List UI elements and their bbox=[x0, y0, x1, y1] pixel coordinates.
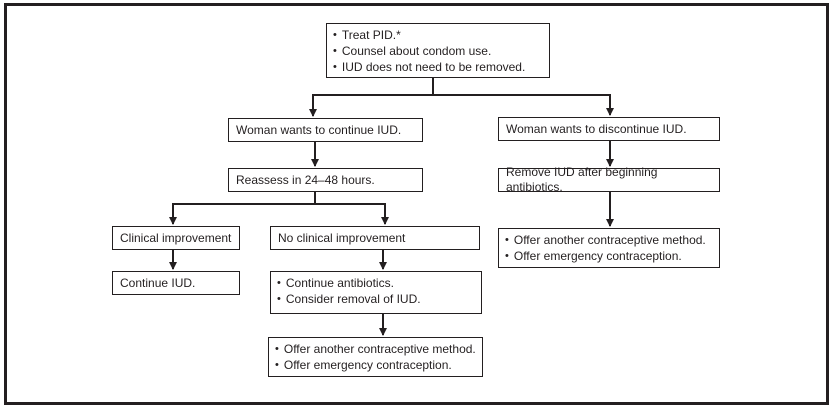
bullet-item: Treat PID.* bbox=[333, 28, 543, 44]
node-label: Clinical improvement bbox=[120, 230, 232, 245]
node-label: No clinical improvement bbox=[278, 230, 406, 245]
flow-node-remove-iud: Remove IUD after beginning antibiotics. bbox=[498, 165, 720, 194]
node-label: Reassess in 24–48 hours. bbox=[236, 172, 375, 187]
node-label: Woman wants to discontinue IUD. bbox=[506, 121, 687, 136]
bullet-item: Offer another contraceptive method. bbox=[505, 233, 713, 249]
bullet-item: Offer emergency contraception. bbox=[505, 249, 713, 265]
flow-node-continue-iud: Continue IUD. bbox=[112, 271, 240, 295]
flow-node-treat-pid: Treat PID.* Counsel about condom use. IU… bbox=[326, 23, 550, 78]
flow-node-discontinue-branch: Woman wants to discontinue IUD. bbox=[498, 117, 720, 141]
node-label: Remove IUD after beginning antibiotics. bbox=[506, 165, 658, 194]
bullet-item: Consider removal of IUD. bbox=[277, 292, 475, 308]
node-label: Woman wants to continue IUD. bbox=[236, 122, 402, 137]
flow-node-reassess: Reassess in 24–48 hours. bbox=[228, 168, 423, 192]
bullet-item: Offer emergency contraception. bbox=[275, 358, 476, 374]
flow-node-offer-after-no-improvement: Offer another contraceptive method. Offe… bbox=[268, 337, 483, 377]
flow-node-no-clinical-improvement: No clinical improvement bbox=[270, 226, 480, 250]
flow-node-clinical-improvement: Clinical improvement bbox=[112, 226, 240, 250]
figure-border bbox=[4, 3, 829, 405]
node-label: Continue IUD. bbox=[120, 275, 196, 290]
bullet-item: IUD does not need to be removed. bbox=[333, 60, 543, 76]
bullet-item: Continue antibiotics. bbox=[277, 276, 475, 292]
flow-node-offer-after-removal: Offer another contraceptive method. Offe… bbox=[498, 228, 720, 268]
flow-node-continue-branch: Woman wants to continue IUD. bbox=[228, 118, 423, 142]
bullet-item: Counsel about condom use. bbox=[333, 44, 543, 60]
flow-node-continue-antibiotics: Continue antibiotics. Consider removal o… bbox=[270, 271, 482, 314]
bullet-item: Offer another contraceptive method. bbox=[275, 342, 476, 358]
